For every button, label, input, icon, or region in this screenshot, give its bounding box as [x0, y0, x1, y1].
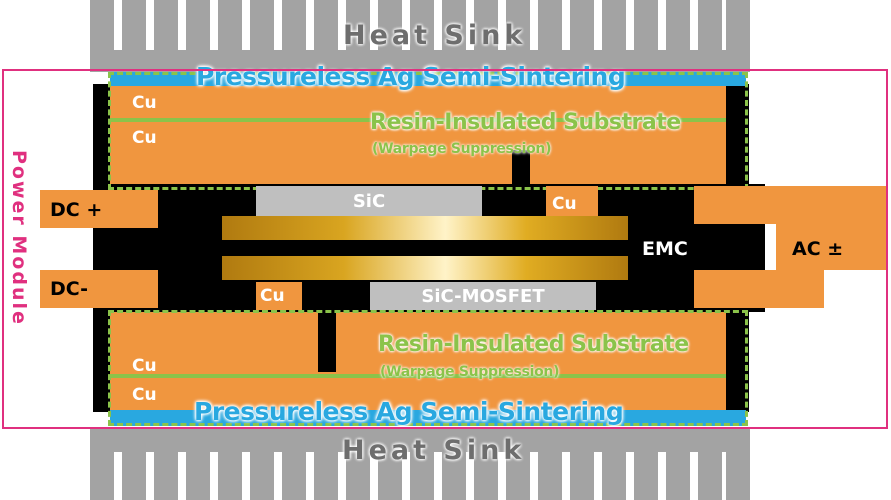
bottom-sintering-label: Pressureless Ag Semi-Sintering — [194, 397, 624, 426]
heat-sink-fin — [282, 450, 306, 500]
top-copper-layer-1 — [110, 86, 726, 118]
heat-sink-fin — [634, 0, 658, 52]
bottom-heat-sink-base — [90, 428, 750, 452]
copper-label: Cu — [132, 385, 157, 405]
heat-sink-fin — [218, 0, 242, 52]
heat-sink-fin — [90, 450, 114, 500]
bottom-insulation-line — [110, 374, 726, 378]
heat-sink-fin — [186, 0, 210, 52]
bottom-copper-layer-2 — [110, 378, 726, 410]
top-heat-sink-base — [90, 50, 750, 72]
heat-sink-fin — [186, 450, 210, 500]
sic-chip: SiC — [256, 186, 482, 216]
bottom-bus-bar — [222, 256, 628, 280]
inner-copper-bottom-left — [256, 282, 302, 310]
sic-mosfet-chip: SiC-MOSFET — [370, 282, 596, 310]
heat-sink-fin — [346, 450, 370, 500]
heat-sink-fin — [442, 0, 466, 52]
ac-terminal-right — [694, 270, 824, 308]
top-heat-sink-label: Heat Sink — [343, 20, 527, 51]
heat-sink-fin — [154, 450, 178, 500]
heat-sink-fin — [726, 0, 750, 52]
dc-minus-terminal — [40, 270, 158, 308]
heat-sink-fin — [698, 0, 722, 52]
top-substrate-label: Resin-Insulated Substrate — [370, 110, 681, 135]
bottom-via — [318, 308, 336, 372]
copper-label: Cu — [132, 93, 157, 113]
copper-label: Cu — [132, 128, 157, 148]
heat-sink-fin — [250, 450, 274, 500]
top-copper-layer-2 — [110, 122, 726, 184]
top-substrate-note: (Warpage Suppression) — [372, 141, 552, 157]
top-sintering-label: Pressureless Ag Semi-Sintering — [196, 62, 626, 91]
heat-sink-fin — [602, 0, 626, 52]
copper-label: Cu — [132, 356, 157, 376]
heat-sink-fin — [474, 450, 498, 500]
heat-sink-fin — [378, 450, 402, 500]
heat-sink-fin — [346, 0, 370, 52]
heat-sink-fin — [506, 0, 530, 52]
heat-sink-fin — [378, 0, 402, 52]
heat-sink-fin — [538, 450, 562, 500]
top-via — [512, 150, 530, 186]
ac-terminal-cap — [776, 186, 888, 270]
inner-copper-top-right — [546, 186, 598, 216]
dc-plus-label: DC + — [50, 199, 103, 221]
heat-sink-fin — [726, 450, 750, 500]
heat-sink-fin — [666, 450, 690, 500]
ac-label: AC ± — [792, 238, 844, 260]
heat-sink-fin — [282, 0, 306, 52]
heat-sink-fin — [314, 0, 338, 52]
power-module-label: Power Module — [8, 150, 30, 326]
bottom-substrate-note: (Warpage Suppression) — [380, 364, 560, 380]
heat-sink-fin — [570, 450, 594, 500]
bottom-copper-layer-1 — [110, 312, 726, 376]
bottom-substrate-outline — [108, 310, 748, 426]
bottom-heat-sink-label: Heat Sink — [342, 435, 526, 466]
copper-label: Cu — [552, 194, 577, 214]
copper-label: Cu — [260, 286, 285, 306]
heat-sink-fin — [410, 0, 434, 52]
heat-sink-fin — [538, 0, 562, 52]
heat-sink-fin — [90, 0, 114, 52]
heat-sink-fin — [410, 450, 434, 500]
heat-sink-fin — [570, 0, 594, 52]
power-module-frame — [2, 69, 888, 429]
dc-minus-label: DC- — [50, 278, 89, 300]
heat-sink-fin — [506, 450, 530, 500]
top-bus-bar — [222, 216, 628, 240]
heat-sink-fin — [442, 450, 466, 500]
heat-sink-fin — [602, 450, 626, 500]
dc-plus-terminal — [40, 190, 158, 228]
top-sinter-layer — [110, 72, 746, 86]
bottom-substrate-label: Resin-Insulated Substrate — [378, 332, 689, 357]
heat-sink-fin — [634, 450, 658, 500]
heat-sink-fin — [698, 450, 722, 500]
sic-chip-label: SiC — [352, 190, 386, 212]
heat-sink-fin — [218, 450, 242, 500]
heat-sink-fin — [122, 0, 146, 52]
sic-mosfet-chip-label: SiC-MOSFET — [421, 285, 545, 307]
top-insulation-line — [110, 118, 726, 122]
heat-sink-fin — [250, 0, 274, 52]
heat-sink-fin — [474, 0, 498, 52]
heat-sink-fin — [122, 450, 146, 500]
emc-label: EMC — [642, 238, 688, 260]
bottom-sinter-layer — [110, 410, 746, 426]
heat-sink-fin — [314, 450, 338, 500]
heat-sink-fin — [666, 0, 690, 52]
heat-sink-fin — [154, 0, 178, 52]
